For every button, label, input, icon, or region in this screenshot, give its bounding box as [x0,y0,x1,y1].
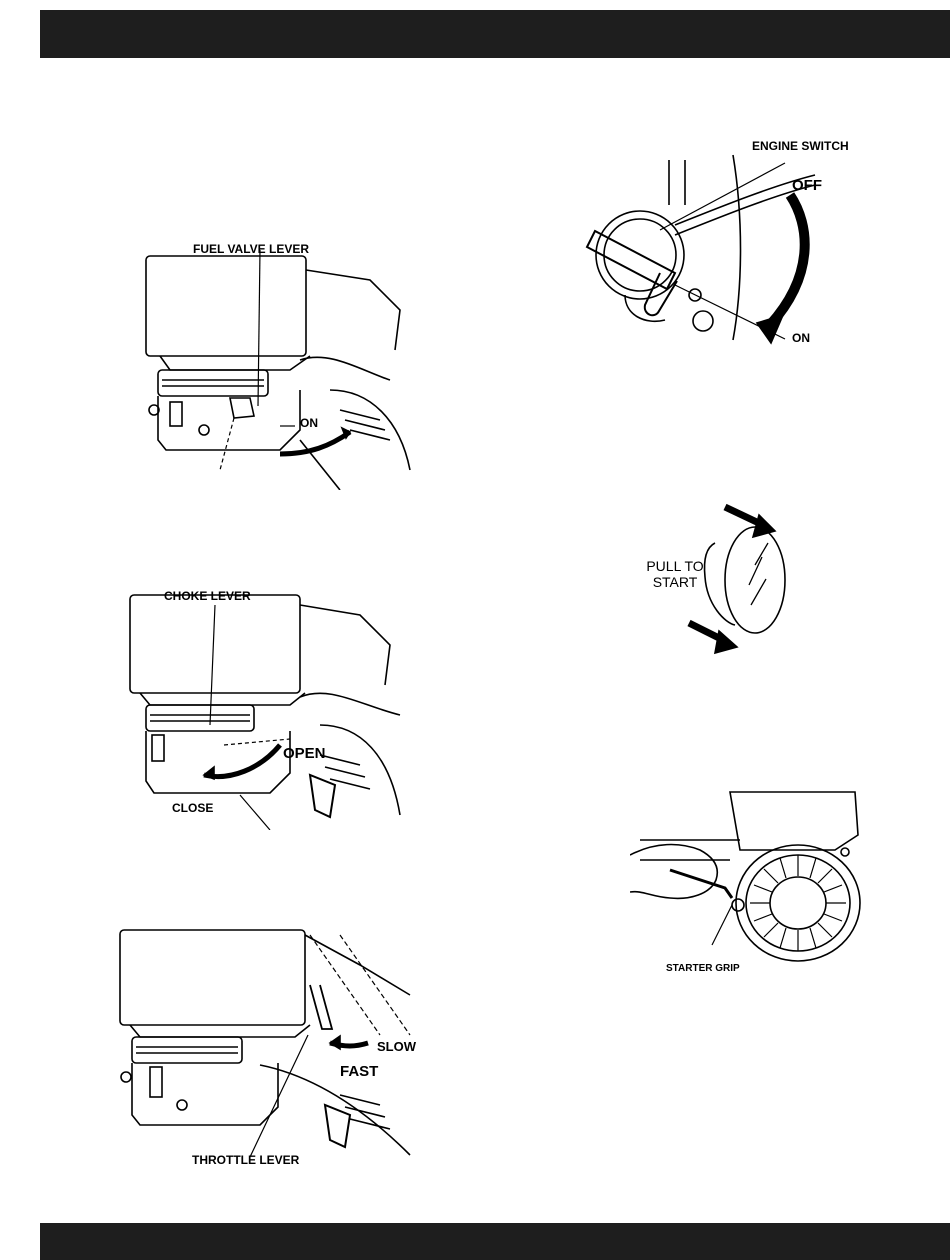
switch-off-label: OFF [792,177,822,194]
pull-to-start-label: PULL TO START [639,558,711,590]
choke-lever-label: CHOKE LEVER [164,589,251,603]
throttle-slow-label: SLOW [377,1039,416,1054]
pull-to-start-line1: PULL TO [639,558,711,574]
footer-bar [40,1223,950,1260]
throttle-figure: SLOW FAST THROTTLE LEVER [110,925,430,1175]
pull-to-start-figure: PULL TO START [625,495,825,655]
engine-switch-label: ENGINE SWITCH [752,139,849,153]
starter-grip-label: STARTER GRIP [666,963,740,974]
throttle-fast-label: FAST [340,1063,378,1080]
throttle-lever-label: THROTTLE LEVER [192,1153,299,1167]
pull-to-start-line2: START [639,574,711,590]
choke-open-label: OPEN [283,745,326,762]
fuel-on-label: ON [300,416,318,430]
fuel-valve-lever-label: FUEL VALVE LEVER [193,242,309,256]
switch-on-label: ON [792,331,810,345]
engine-switch-figure: ENGINE SWITCH OFF ON [585,135,885,350]
fuel-valve-figure: FUEL VALVE LEVER ON [130,240,430,490]
choke-close-label: CLOSE [172,801,213,815]
header-bar [40,10,950,58]
starter-grip-figure: STARTER GRIP [630,780,870,980]
choke-figure: CHOKE LEVER OPEN CLOSE [120,585,420,830]
